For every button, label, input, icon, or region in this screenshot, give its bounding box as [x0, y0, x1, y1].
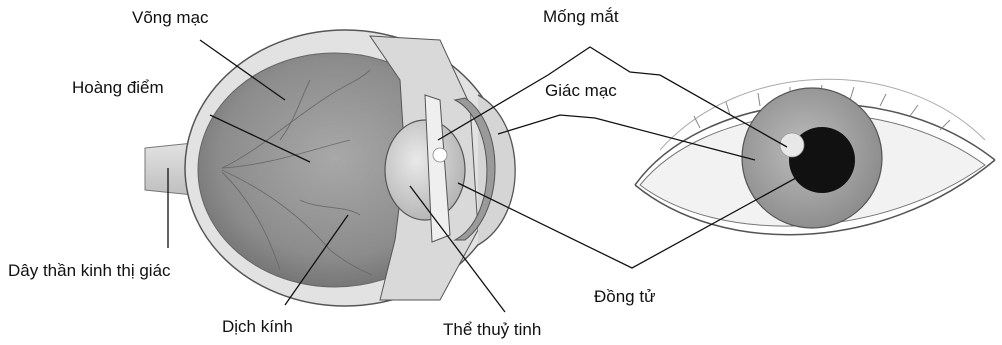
cornea-shape — [478, 95, 515, 245]
label-lens: Thể thuỷ tinh — [443, 320, 541, 339]
lens-highlight — [433, 148, 447, 162]
label-fovea: Hoàng điểm — [72, 78, 164, 97]
eyeball-cross-section — [145, 30, 515, 306]
label-vitreous: Dịch kính — [222, 317, 293, 336]
label-retina: Võng mạc — [132, 8, 209, 27]
frontal-eye-view — [635, 79, 995, 234]
label-optic-nerve: Dây thần kinh thị giác — [8, 261, 171, 280]
label-iris: Mống mắt — [543, 7, 619, 26]
label-pupil: Đồng tử — [594, 287, 655, 306]
label-cornea: Giác mạc — [545, 81, 617, 100]
